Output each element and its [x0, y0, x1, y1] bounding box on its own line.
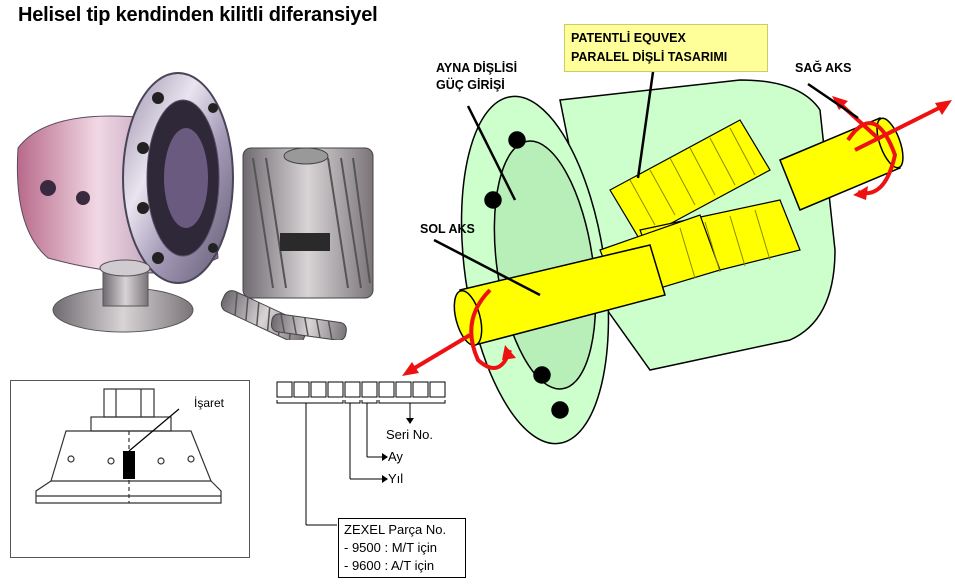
- left-axle-label: SOL AKS: [420, 222, 475, 236]
- mt-line: - 9500 : M/T için: [344, 540, 437, 555]
- differential-photo: [16, 72, 374, 340]
- ring-gear-line-1: AYNA DİŞLİSİ: [436, 61, 518, 75]
- at-line: - 9600 : A/T için: [344, 558, 435, 573]
- page-title: Helisel tip kendinden kilitli diferansiy…: [18, 4, 378, 26]
- serial-number-label: Seri No.: [386, 427, 433, 442]
- patent-line-1: PATENTLİ EQUVEX: [571, 31, 686, 45]
- ring-gear-line-2: GÜÇ GİRİŞİ: [436, 78, 505, 92]
- mark-label: İşaret: [194, 396, 225, 410]
- cutaway-diagram: [402, 71, 952, 445]
- month-label: Ay: [388, 449, 403, 464]
- right-axle-label: SAĞ AKS: [795, 61, 852, 75]
- zexel-title: ZEXEL Parça No.: [344, 522, 447, 537]
- marking-drawing-box: [10, 380, 250, 558]
- part-number-code: [276, 381, 446, 529]
- ring-gear-label: AYNA DİŞLİSİ GÜÇ GİRİŞİ: [436, 60, 517, 94]
- left-axle: [453, 244, 666, 346]
- year-label: Yıl: [388, 471, 404, 486]
- differential-line-drawing: [35, 388, 222, 504]
- patent-label-box: PATENTLİ EQUVEX PARALEL DİŞLİ TASARIMI: [564, 24, 768, 72]
- zexel-part-number-box: ZEXEL Parça No. - 9500 : M/T için - 9600…: [338, 518, 466, 578]
- patent-line-2: PARALEL DİŞLİ TASARIMI: [571, 50, 728, 64]
